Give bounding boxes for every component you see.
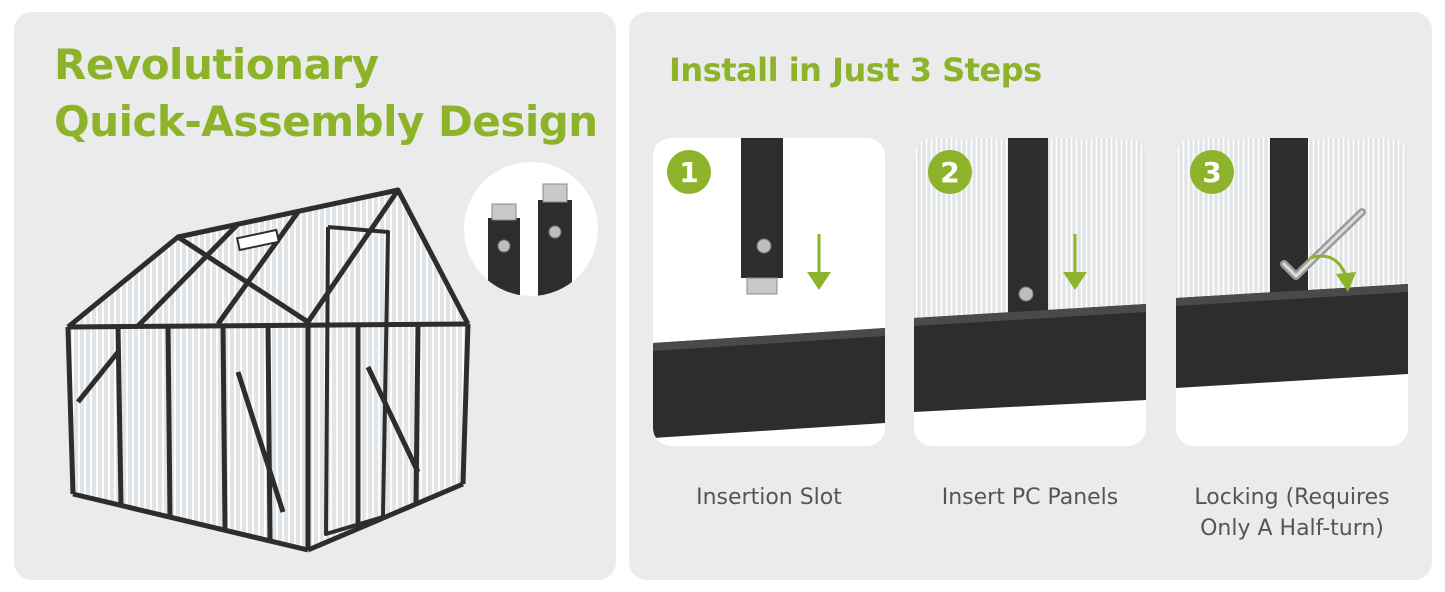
step-card-3: 3 bbox=[1176, 138, 1408, 446]
connector-detail-image bbox=[464, 162, 598, 296]
step-label-1: Insertion Slot bbox=[696, 485, 842, 510]
step-badge-2: 2 bbox=[928, 150, 972, 194]
step-badge-1: 1 bbox=[667, 150, 711, 194]
greenhouse-image bbox=[65, 187, 471, 553]
step-badge-3: 3 bbox=[1190, 150, 1234, 194]
rotate-arrow-icon bbox=[1309, 254, 1356, 292]
down-arrow-icon bbox=[1063, 234, 1087, 290]
page-title: Revolutionary Quick-Assembly Design bbox=[54, 36, 598, 150]
title-line-2: Quick-Assembly Design bbox=[54, 97, 598, 146]
step-label-2: Insert PC Panels bbox=[941, 485, 1119, 510]
title-line-1: Revolutionary bbox=[54, 40, 379, 89]
step-label-3: Locking (Requires Only A Half-turn) bbox=[1194, 485, 1390, 541]
right-panel: Install in Just 3 Steps 1 2 bbox=[629, 12, 1432, 580]
left-panel: Revolutionary Quick-Assembly Design bbox=[14, 12, 616, 580]
step-card-1: 1 bbox=[653, 138, 885, 446]
step-card-2: 2 bbox=[914, 138, 1146, 446]
steps-title: Install in Just 3 Steps bbox=[669, 51, 1042, 89]
down-arrow-icon bbox=[807, 234, 831, 290]
allen-key-icon bbox=[1280, 208, 1366, 280]
